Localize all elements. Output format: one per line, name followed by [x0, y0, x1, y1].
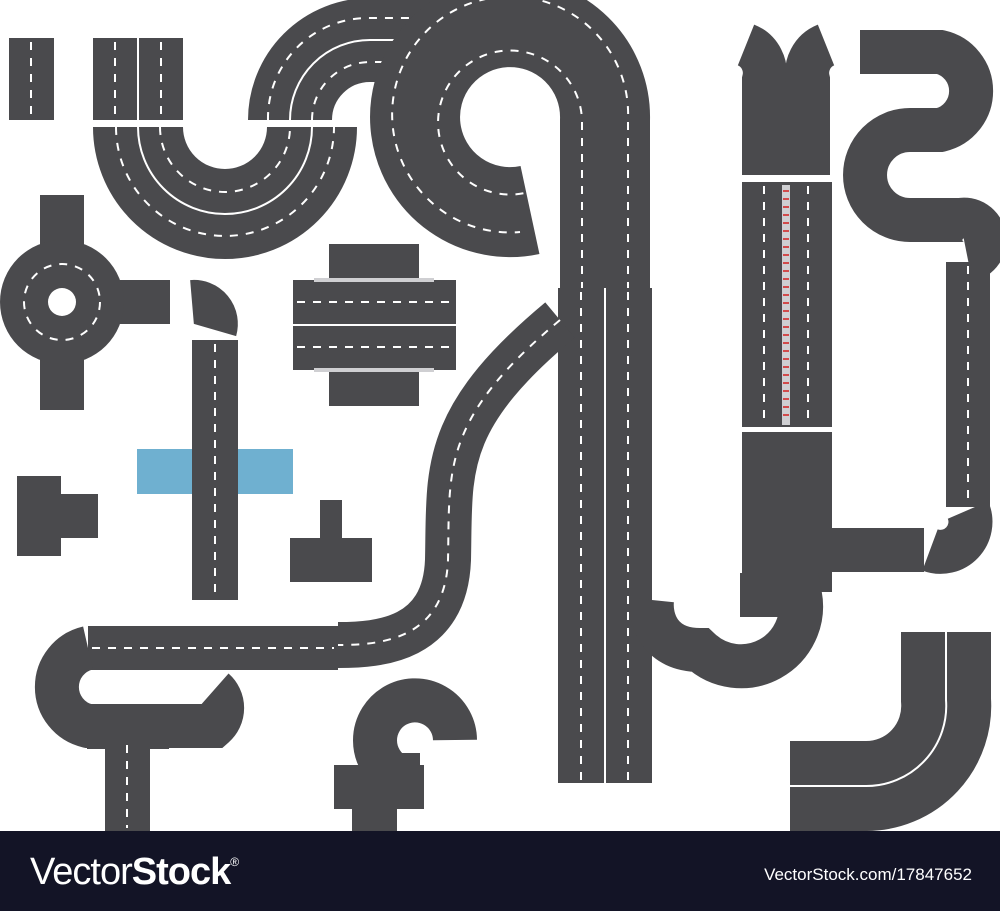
- highway-vertical: [558, 288, 652, 783]
- u-curve-piece: [93, 125, 357, 259]
- straight-piece-single: [9, 38, 54, 120]
- registered-mark: ®: [230, 855, 239, 869]
- straight-piece-double: [93, 38, 183, 120]
- elbow-piece: [790, 632, 992, 831]
- branch-curve-piece: [337, 302, 575, 668]
- watermark-footer: VectorStock® VectorStock.com/17847652: [0, 831, 1000, 911]
- small-loop-piece: [334, 678, 477, 831]
- brand-light: Vector: [30, 851, 133, 893]
- t-junction-pieces: [17, 476, 372, 582]
- roundabout-piece: [0, 195, 170, 410]
- loop-piece: [370, 0, 651, 290]
- brand-bold: Stock: [131, 851, 231, 893]
- brand-logo: VectorStock®: [30, 851, 239, 894]
- image-url: VectorStock.com/17847652: [764, 865, 972, 884]
- bottom-left-track: [34, 626, 338, 831]
- bridge-piece: [137, 279, 293, 600]
- overpass-piece: [293, 244, 456, 406]
- s-curve-piece: [248, 0, 440, 122]
- right-highway: [629, 24, 1000, 689]
- road-pieces-illustration: .r{fill:none;stroke:#4a4a4d;} .d{fill:no…: [0, 0, 1000, 831]
